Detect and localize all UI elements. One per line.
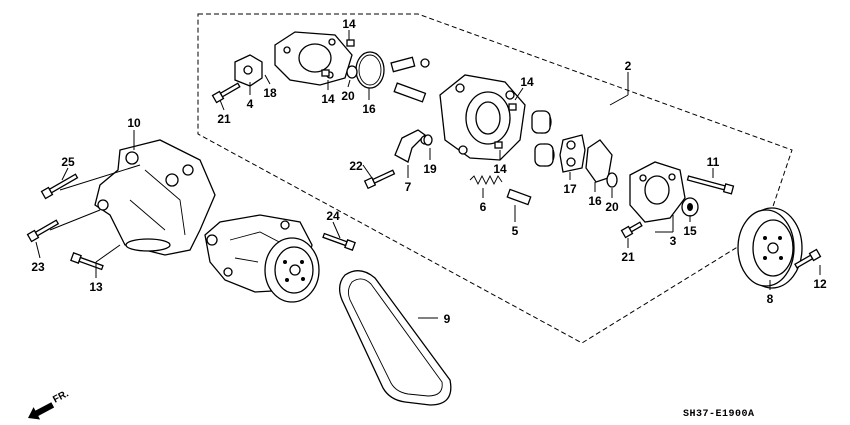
fitting-part xyxy=(506,188,532,206)
ring-part-2 xyxy=(606,172,618,188)
cover-part xyxy=(629,161,686,223)
belt-part xyxy=(338,270,452,406)
callout-15: 15 xyxy=(683,224,697,238)
callout-10: 10 xyxy=(127,116,141,130)
callout-16b: 16 xyxy=(588,194,602,208)
spring-part xyxy=(469,174,503,186)
callout-18: 18 xyxy=(263,86,277,100)
arrow-left-icon xyxy=(28,402,55,420)
pump-cover-part xyxy=(274,31,353,86)
plate-part xyxy=(234,54,263,87)
callout-20b: 20 xyxy=(605,200,619,214)
callout-7: 7 xyxy=(405,180,412,194)
ring-part xyxy=(346,65,358,79)
callout-8: 8 xyxy=(767,292,774,306)
callout-14c: 14 xyxy=(520,75,534,89)
bushing-part xyxy=(531,110,555,167)
leader-lines xyxy=(35,30,821,319)
front-direction-indicator: FR. xyxy=(28,388,71,420)
callout-23: 23 xyxy=(31,260,45,274)
callout-25: 25 xyxy=(61,155,75,169)
callout-11: 11 xyxy=(707,155,720,169)
o-ring-part xyxy=(355,51,385,89)
callout-2: 2 xyxy=(625,59,632,73)
callout-22: 22 xyxy=(349,159,363,173)
gasket-part xyxy=(559,134,586,173)
direction-label: FR. xyxy=(51,388,71,405)
callout-9: 9 xyxy=(444,312,451,326)
callout-4: 4 xyxy=(247,97,254,111)
pump-body-part xyxy=(439,74,526,161)
callout-14b: 14 xyxy=(321,92,335,106)
callout-13: 13 xyxy=(89,280,103,294)
bolts xyxy=(26,39,822,271)
pump-assembly-part xyxy=(204,214,320,303)
callout-21b: 21 xyxy=(621,250,635,264)
pulley-part xyxy=(737,207,803,289)
callout-6: 6 xyxy=(480,200,487,214)
callout-19: 19 xyxy=(423,162,437,176)
pipe-part xyxy=(394,129,430,163)
callout-14d: 14 xyxy=(493,162,507,176)
callout-17: 17 xyxy=(563,182,577,196)
callout-24: 24 xyxy=(326,209,340,223)
bracket-part xyxy=(94,139,216,256)
washer-part xyxy=(423,134,433,146)
callout-16a: 16 xyxy=(362,102,376,116)
valve-part xyxy=(390,56,430,103)
assembly-outline xyxy=(197,13,793,344)
callouts: 2 3 4 5 6 7 8 9 10 11 12 13 14 14 14 14 … xyxy=(31,17,827,326)
callout-5: 5 xyxy=(512,224,519,238)
diagram-code: SH37-E1900A xyxy=(683,409,755,420)
callout-21a: 21 xyxy=(217,112,231,126)
callout-14a: 14 xyxy=(342,17,356,31)
callout-20a: 20 xyxy=(341,89,355,103)
callout-3: 3 xyxy=(670,234,677,248)
callout-12: 12 xyxy=(813,277,827,291)
